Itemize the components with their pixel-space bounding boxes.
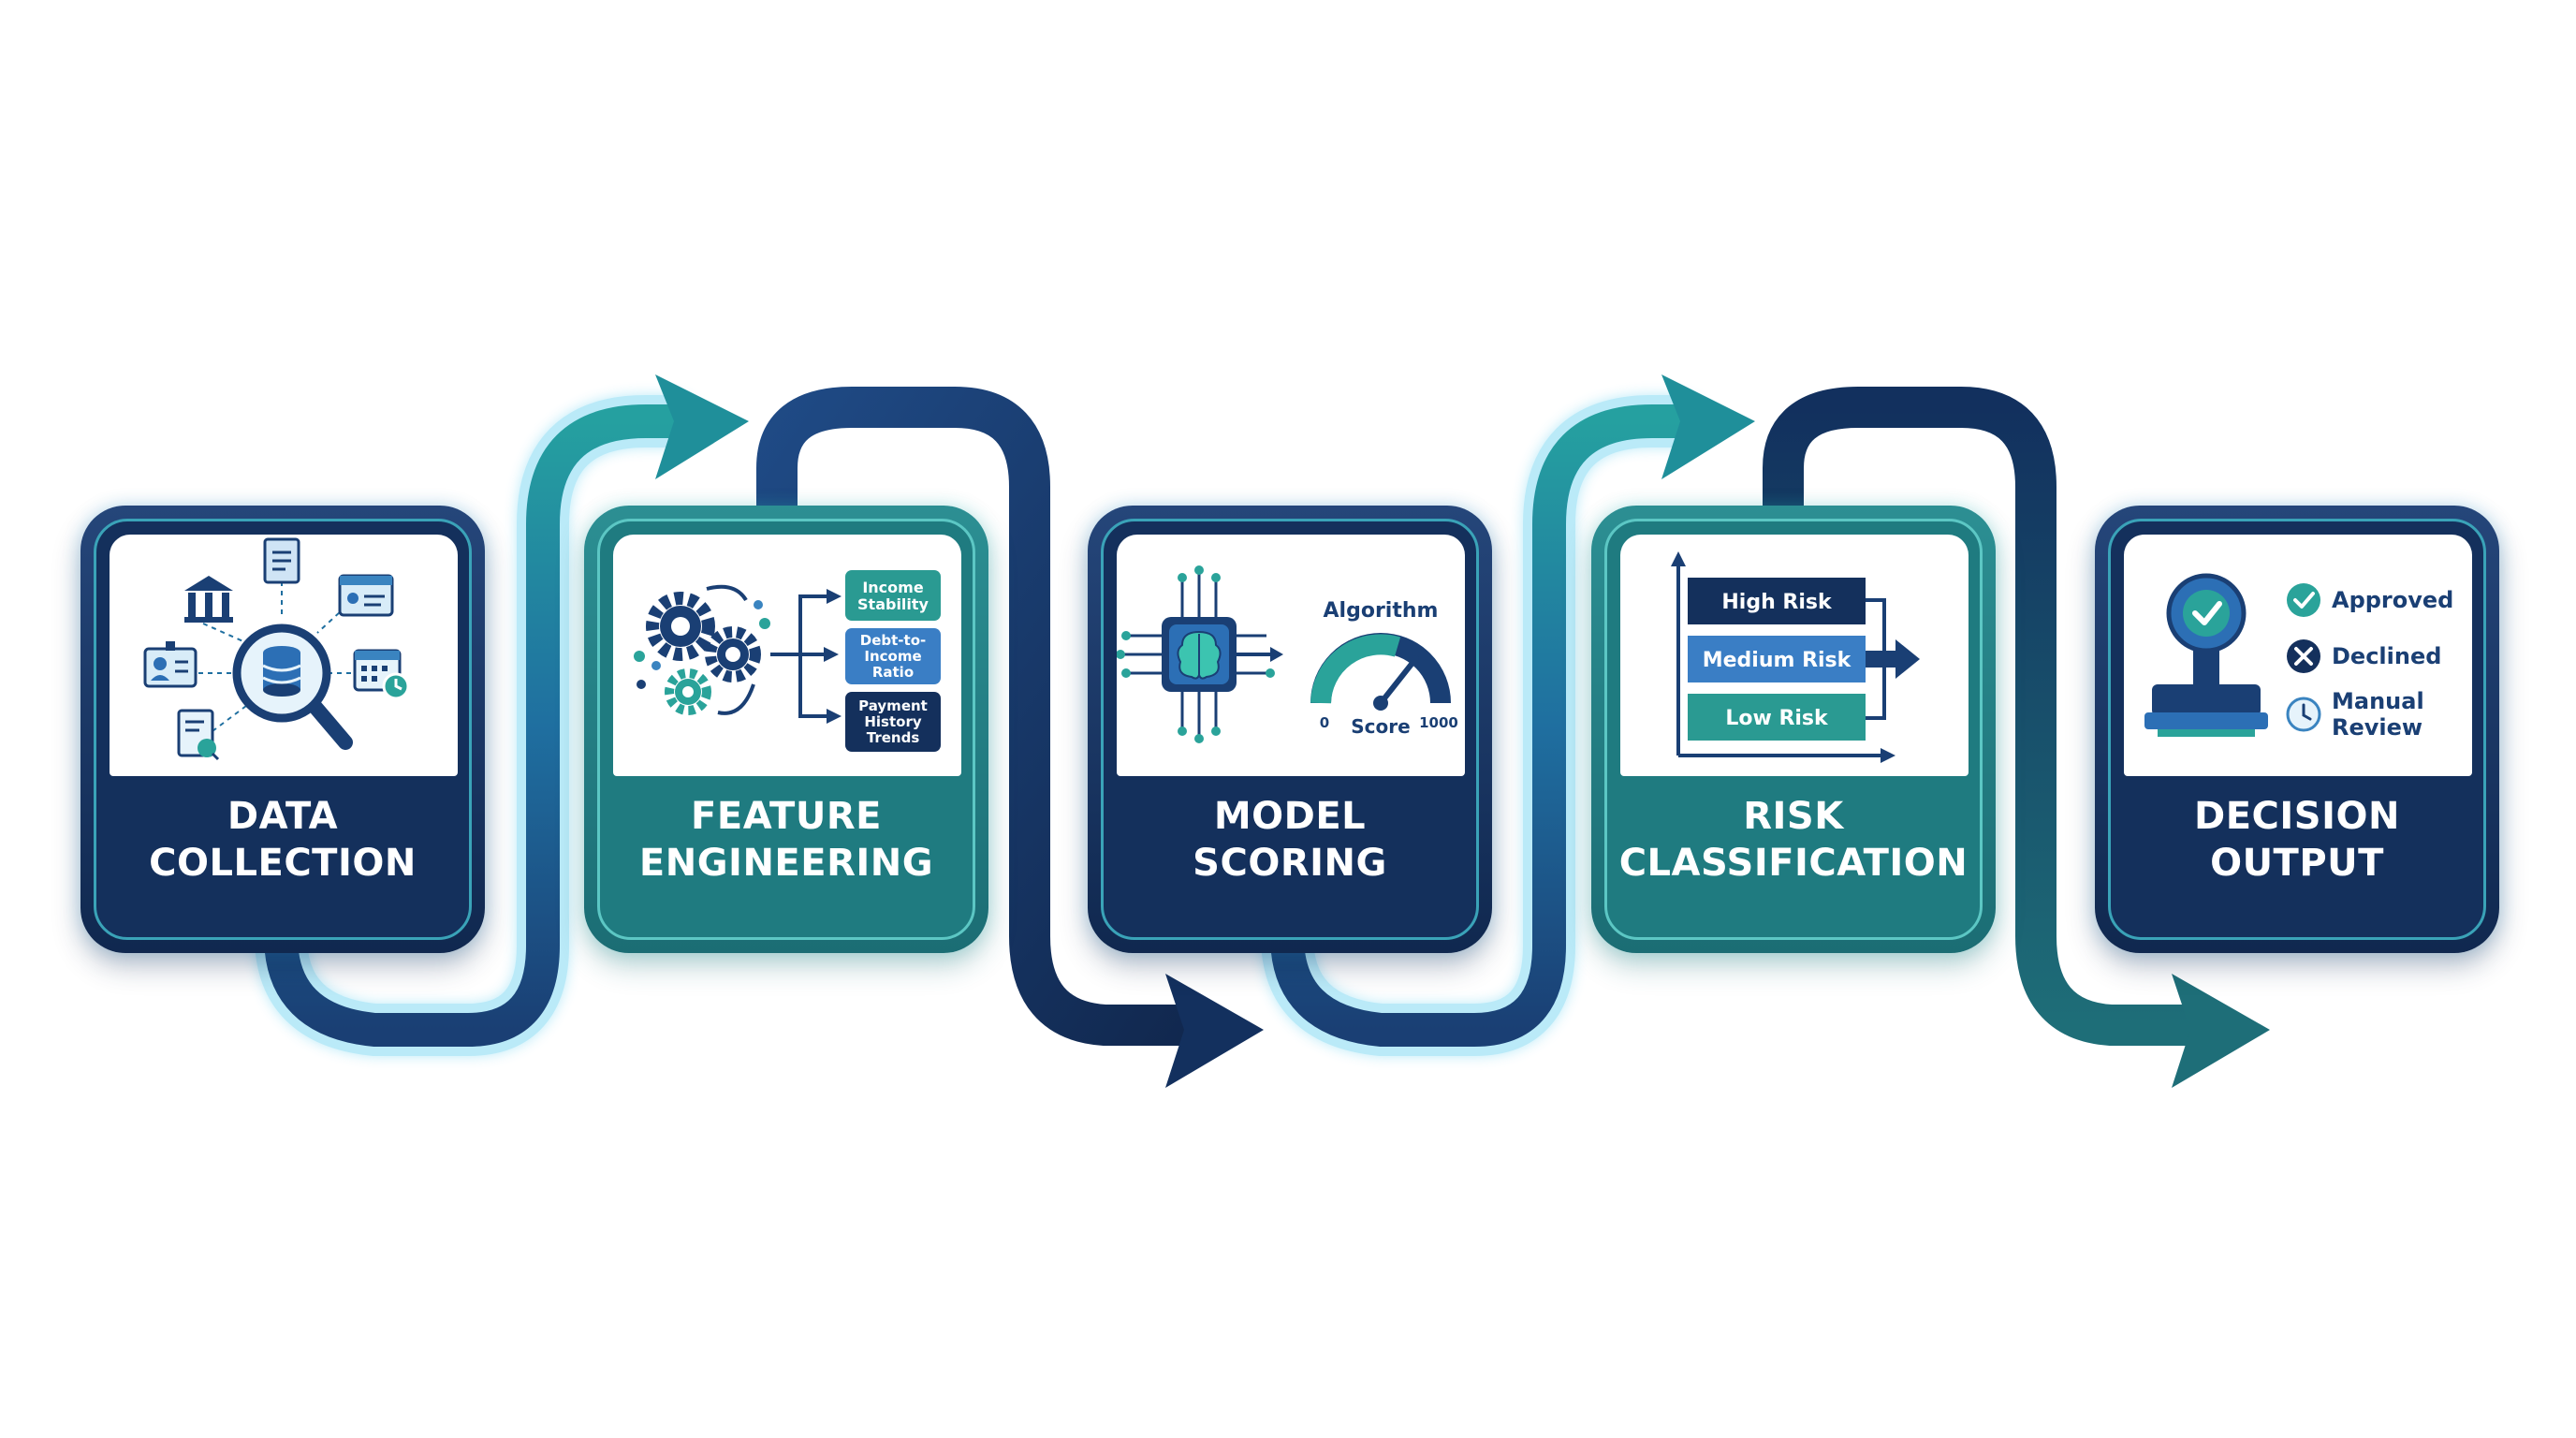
axis-chart-icon bbox=[1671, 551, 1895, 763]
outcome-declined: Declined bbox=[2287, 639, 2441, 673]
risk-bar-high bbox=[1688, 578, 1866, 624]
risk-label-high: High Risk bbox=[1721, 591, 1833, 614]
feature-label-line1: Debt-to- bbox=[860, 632, 926, 649]
stage-card-inner: Income Stability Debt-to- Income Ratio P… bbox=[597, 519, 975, 940]
feature-debt-to-income: Debt-to- Income Ratio bbox=[845, 628, 941, 684]
stage-title-line1: RISK bbox=[1743, 795, 1844, 838]
gauge-max-label: 1000 bbox=[1419, 714, 1458, 731]
stage-card-data-collection: DATA COLLECTION bbox=[80, 506, 485, 953]
stage-title-line1: DATA bbox=[227, 795, 339, 838]
outcome-approved: Approved bbox=[2287, 583, 2453, 617]
stage-title-line2: OUTPUT bbox=[2210, 842, 2384, 885]
feature-label-line2: Income bbox=[864, 648, 921, 665]
report-icon bbox=[177, 709, 220, 761]
connector-2-to-3 bbox=[756, 387, 1264, 1088]
calendar-icon bbox=[353, 649, 410, 700]
feature-income-stability: Income Stability bbox=[845, 570, 941, 621]
risk-bar-medium bbox=[1688, 636, 1866, 682]
stage-illustration: Approved Declined Manual Review bbox=[2124, 535, 2472, 776]
stage-title-line2: SCORING bbox=[1193, 842, 1387, 885]
feature-payment-history: Payment History Trends bbox=[845, 692, 941, 752]
stage-title-line2: ENGINEERING bbox=[638, 842, 934, 885]
database-icon bbox=[262, 646, 301, 697]
feature-label-line3: Ratio bbox=[872, 664, 914, 681]
stage-title: FEATURE ENGINEERING bbox=[600, 793, 973, 887]
stage-title: DECISION OUTPUT bbox=[2111, 793, 2483, 887]
algorithm-label: Algorithm bbox=[1324, 599, 1439, 623]
stage-illustration bbox=[110, 535, 458, 776]
stage-card-inner: Approved Declined Manual Review DECISION… bbox=[2108, 519, 2486, 940]
id-card-icon bbox=[143, 641, 198, 688]
connector-4-to-5 bbox=[1763, 387, 2270, 1088]
connector-1-to-2 bbox=[255, 374, 749, 1056]
check-circle-icon bbox=[2287, 583, 2320, 617]
arrowhead-icon bbox=[1661, 374, 1755, 479]
stage-card-inner: High Risk Medium Risk Low Risk RISK CLAS… bbox=[1604, 519, 1983, 940]
outcome-manual-review: Manual Review bbox=[2286, 688, 2424, 741]
gauge-score-label: Score bbox=[1351, 715, 1410, 738]
stage-illustration: Algorithm 0 Score 1000 bbox=[1117, 535, 1465, 776]
bank-icon bbox=[184, 576, 233, 623]
stage-card-inner: DATA COLLECTION bbox=[94, 519, 472, 940]
arrow-right-icon bbox=[1866, 598, 1920, 720]
stamp-icon bbox=[2144, 573, 2268, 737]
feature-label-line3: Trends bbox=[867, 729, 920, 746]
stage-illustration: High Risk Medium Risk Low Risk bbox=[1620, 535, 1969, 776]
gauge-icon bbox=[1310, 633, 1451, 711]
stage-title-line2: CLASSIFICATION bbox=[1618, 842, 1969, 885]
arrowhead-icon bbox=[2172, 974, 2270, 1088]
risk-label-medium: Medium Risk bbox=[1703, 649, 1852, 672]
stage-title-line1: MODEL bbox=[1213, 795, 1367, 838]
feature-label-line1: Payment bbox=[858, 697, 928, 714]
outcome-label: Approved bbox=[2332, 587, 2453, 613]
stage-title-line2: COLLECTION bbox=[149, 842, 417, 885]
feature-label-line1: Income bbox=[862, 579, 923, 596]
stage-title-line1: DECISION bbox=[2194, 795, 2400, 838]
browser-icon bbox=[338, 574, 394, 617]
stage-card-decision-output: Approved Declined Manual Review DECISION… bbox=[2095, 506, 2499, 953]
stage-card-risk-classification: High Risk Medium Risk Low Risk RISK CLAS… bbox=[1591, 506, 1996, 953]
stage-illustration: Income Stability Debt-to- Income Ratio P… bbox=[613, 535, 961, 776]
ai-chip-brain-icon bbox=[1117, 565, 1283, 743]
stage-title: DATA COLLECTION bbox=[96, 793, 469, 887]
gauge-min-label: 0 bbox=[1320, 714, 1329, 731]
connector-3-to-4 bbox=[1261, 374, 1755, 1056]
outcome-label: Declined bbox=[2332, 643, 2441, 669]
arrowhead-icon bbox=[655, 374, 749, 479]
risk-label-low: Low Risk bbox=[1725, 707, 1829, 730]
arrows-icon bbox=[770, 589, 842, 724]
stage-card-model-scoring: Algorithm 0 Score 1000 MODEL SCORING bbox=[1088, 506, 1492, 953]
document-icon bbox=[263, 537, 300, 584]
stage-card-inner: Algorithm 0 Score 1000 MODEL SCORING bbox=[1101, 519, 1479, 940]
arrowhead-icon bbox=[1165, 974, 1264, 1088]
gears-icon bbox=[634, 584, 770, 715]
stage-title: MODEL SCORING bbox=[1104, 793, 1476, 887]
outcome-label-line1: Manual bbox=[2332, 688, 2424, 714]
feature-label-line2: History bbox=[864, 713, 921, 730]
stage-title-line1: FEATURE bbox=[691, 795, 882, 838]
stage-title: RISK CLASSIFICATION bbox=[1607, 793, 1980, 887]
stage-card-feature-engineering: Income Stability Debt-to- Income Ratio P… bbox=[584, 506, 988, 953]
outcome-label-line2: Review bbox=[2332, 714, 2422, 741]
risk-bar-low bbox=[1688, 694, 1866, 741]
feature-label-line2: Stability bbox=[857, 595, 929, 613]
